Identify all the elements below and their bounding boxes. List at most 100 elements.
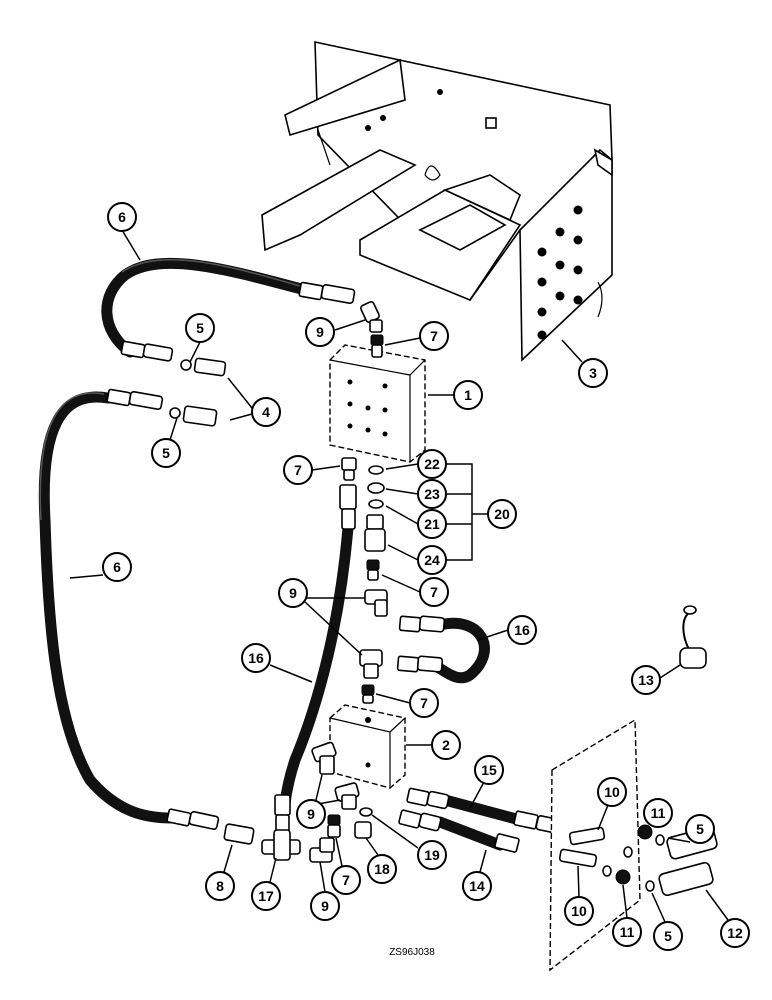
svg-text:6: 6 (113, 559, 121, 575)
callout-16-right: 16 (477, 615, 537, 645)
callout-7-mid-left: 7 (283, 455, 341, 485)
coupler-4-upper (180, 357, 227, 377)
callout-9-bottom: 9 (310, 861, 340, 921)
svg-text:21: 21 (424, 516, 440, 532)
elbow-9-mid-upper (364, 589, 388, 617)
bracket-20: 20 (446, 463, 517, 561)
svg-text:7: 7 (420, 695, 428, 711)
callout-7-bottom: 7 (331, 837, 361, 895)
svg-text:8: 8 (216, 878, 224, 894)
svg-text:17: 17 (258, 888, 274, 904)
adapter-10-upper (568, 826, 606, 846)
callout-7-lower: 7 (375, 688, 439, 718)
elbow-9-mid-lower (359, 649, 383, 679)
svg-text:15: 15 (481, 762, 497, 778)
callout-9-top: 9 (305, 317, 366, 347)
callout-2: 2 (406, 730, 461, 760)
orings-5-right (602, 834, 665, 892)
elbow-9-top (360, 301, 383, 333)
dust-cap-13 (679, 605, 707, 669)
svg-text:9: 9 (321, 898, 329, 914)
callout-5-c: 5 (667, 814, 715, 844)
adapter-8 (223, 823, 255, 845)
callout-23: 23 (385, 479, 447, 509)
callout-17: 17 (251, 857, 281, 911)
svg-text:4: 4 (262, 404, 270, 420)
svg-text:7: 7 (294, 462, 302, 478)
svg-text:10: 10 (604, 784, 620, 800)
svg-text:7: 7 (342, 872, 350, 888)
callout-16-left: 16 (241, 643, 313, 683)
coupler-4-lower (169, 405, 218, 427)
svg-text:5: 5 (696, 821, 704, 837)
callout-3: 3 (561, 339, 608, 388)
svg-text:13: 13 (638, 672, 654, 688)
svg-text:3: 3 (589, 365, 597, 381)
svg-text:12: 12 (727, 925, 743, 941)
fitting-18 (354, 821, 372, 839)
callout-8: 8 (205, 844, 235, 901)
callout-5-d: 5 (651, 892, 683, 951)
svg-text:10: 10 (571, 903, 587, 919)
svg-text:9: 9 (289, 585, 297, 601)
adapter-10-lower (558, 848, 598, 868)
oring-19 (359, 807, 373, 817)
callout-5-a: 5 (185, 313, 215, 363)
svg-text:5: 5 (664, 928, 672, 944)
elbow-9-lower-b (334, 782, 360, 810)
hose-15 (439, 794, 526, 826)
svg-text:14: 14 (469, 878, 485, 894)
hose-6-lower (38, 391, 178, 824)
callout-12: 12 (705, 889, 750, 948)
svg-text:7: 7 (430, 328, 438, 344)
callout-18: 18 (365, 837, 397, 884)
nut-11 (615, 824, 653, 885)
svg-text:11: 11 (651, 805, 666, 821)
svg-text:9: 9 (316, 324, 324, 340)
svg-text:19: 19 (424, 847, 440, 863)
svg-text:18: 18 (374, 861, 390, 877)
svg-text:24: 24 (424, 552, 440, 568)
hose-16-right (424, 617, 490, 684)
hose-14 (434, 816, 506, 851)
callout-10-upper: 10 (597, 777, 627, 831)
callout-6-lower: 6 (69, 552, 132, 582)
o-rings-22-23-21 (367, 465, 385, 509)
adapter-7-top (370, 334, 384, 358)
svg-text:22: 22 (424, 456, 440, 472)
callout-11-upper: 11 (643, 798, 673, 829)
valve-block-1 (329, 344, 426, 463)
svg-text:11: 11 (620, 924, 635, 940)
svg-text:5: 5 (196, 320, 204, 336)
adapter-7-bottom (327, 814, 341, 838)
callout-1: 1 (428, 380, 483, 410)
svg-text:23: 23 (424, 486, 440, 502)
callout-15: 15 (469, 755, 504, 809)
svg-text:16: 16 (248, 650, 264, 666)
callout-11-lower: 11 (612, 884, 642, 947)
svg-text:9: 9 (307, 806, 315, 822)
fitting-24 (364, 514, 386, 552)
svg-text:7: 7 (430, 584, 438, 600)
quick-couplers-12 (658, 826, 718, 897)
svg-text:6: 6 (118, 209, 126, 225)
small-fittings (169, 301, 718, 897)
svg-text:2: 2 (442, 737, 450, 753)
hose-fittings (106, 281, 557, 853)
callout-7-mid: 7 (381, 574, 449, 607)
callout-7-top: 7 (384, 321, 449, 351)
callout-14: 14 (462, 849, 492, 901)
callout-24: 24 (387, 544, 447, 575)
callout-19: 19 (371, 814, 447, 870)
callout-9-lower: 9 (296, 774, 341, 829)
callout-6-upper: 6 (107, 202, 141, 261)
figure-code: ZS96J038 (389, 947, 435, 958)
svg-text:20: 20 (494, 506, 510, 522)
callout-13: 13 (631, 664, 681, 695)
elbow-9-bottom (309, 837, 335, 863)
adapter-7-mid-left (341, 457, 357, 481)
callout-9-mid: 9 (278, 578, 365, 656)
elbow-9-lower-a (311, 741, 337, 775)
mounting-bracket (261, 41, 613, 362)
